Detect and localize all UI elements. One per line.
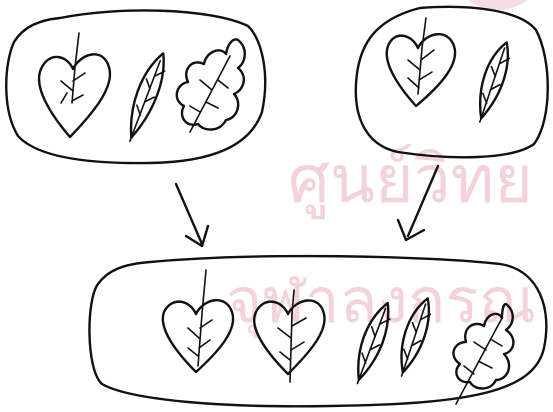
- set-right-outline: [356, 7, 548, 157]
- oak-leaf-icon: [177, 40, 245, 132]
- heart-leaf-icon: [163, 270, 233, 372]
- watermark: ศูนย์วิทย จุฬาลงกรณ: [226, 0, 536, 338]
- arrow-left-to-combined: [176, 184, 208, 246]
- narrow-leaf-icon: [119, 50, 172, 145]
- set-right: [356, 7, 548, 157]
- heart-leaf-icon: [39, 33, 110, 137]
- set-left: [6, 10, 265, 163]
- narrow-leaf-icon: [469, 39, 516, 125]
- heart-leaf-icon: [387, 18, 455, 106]
